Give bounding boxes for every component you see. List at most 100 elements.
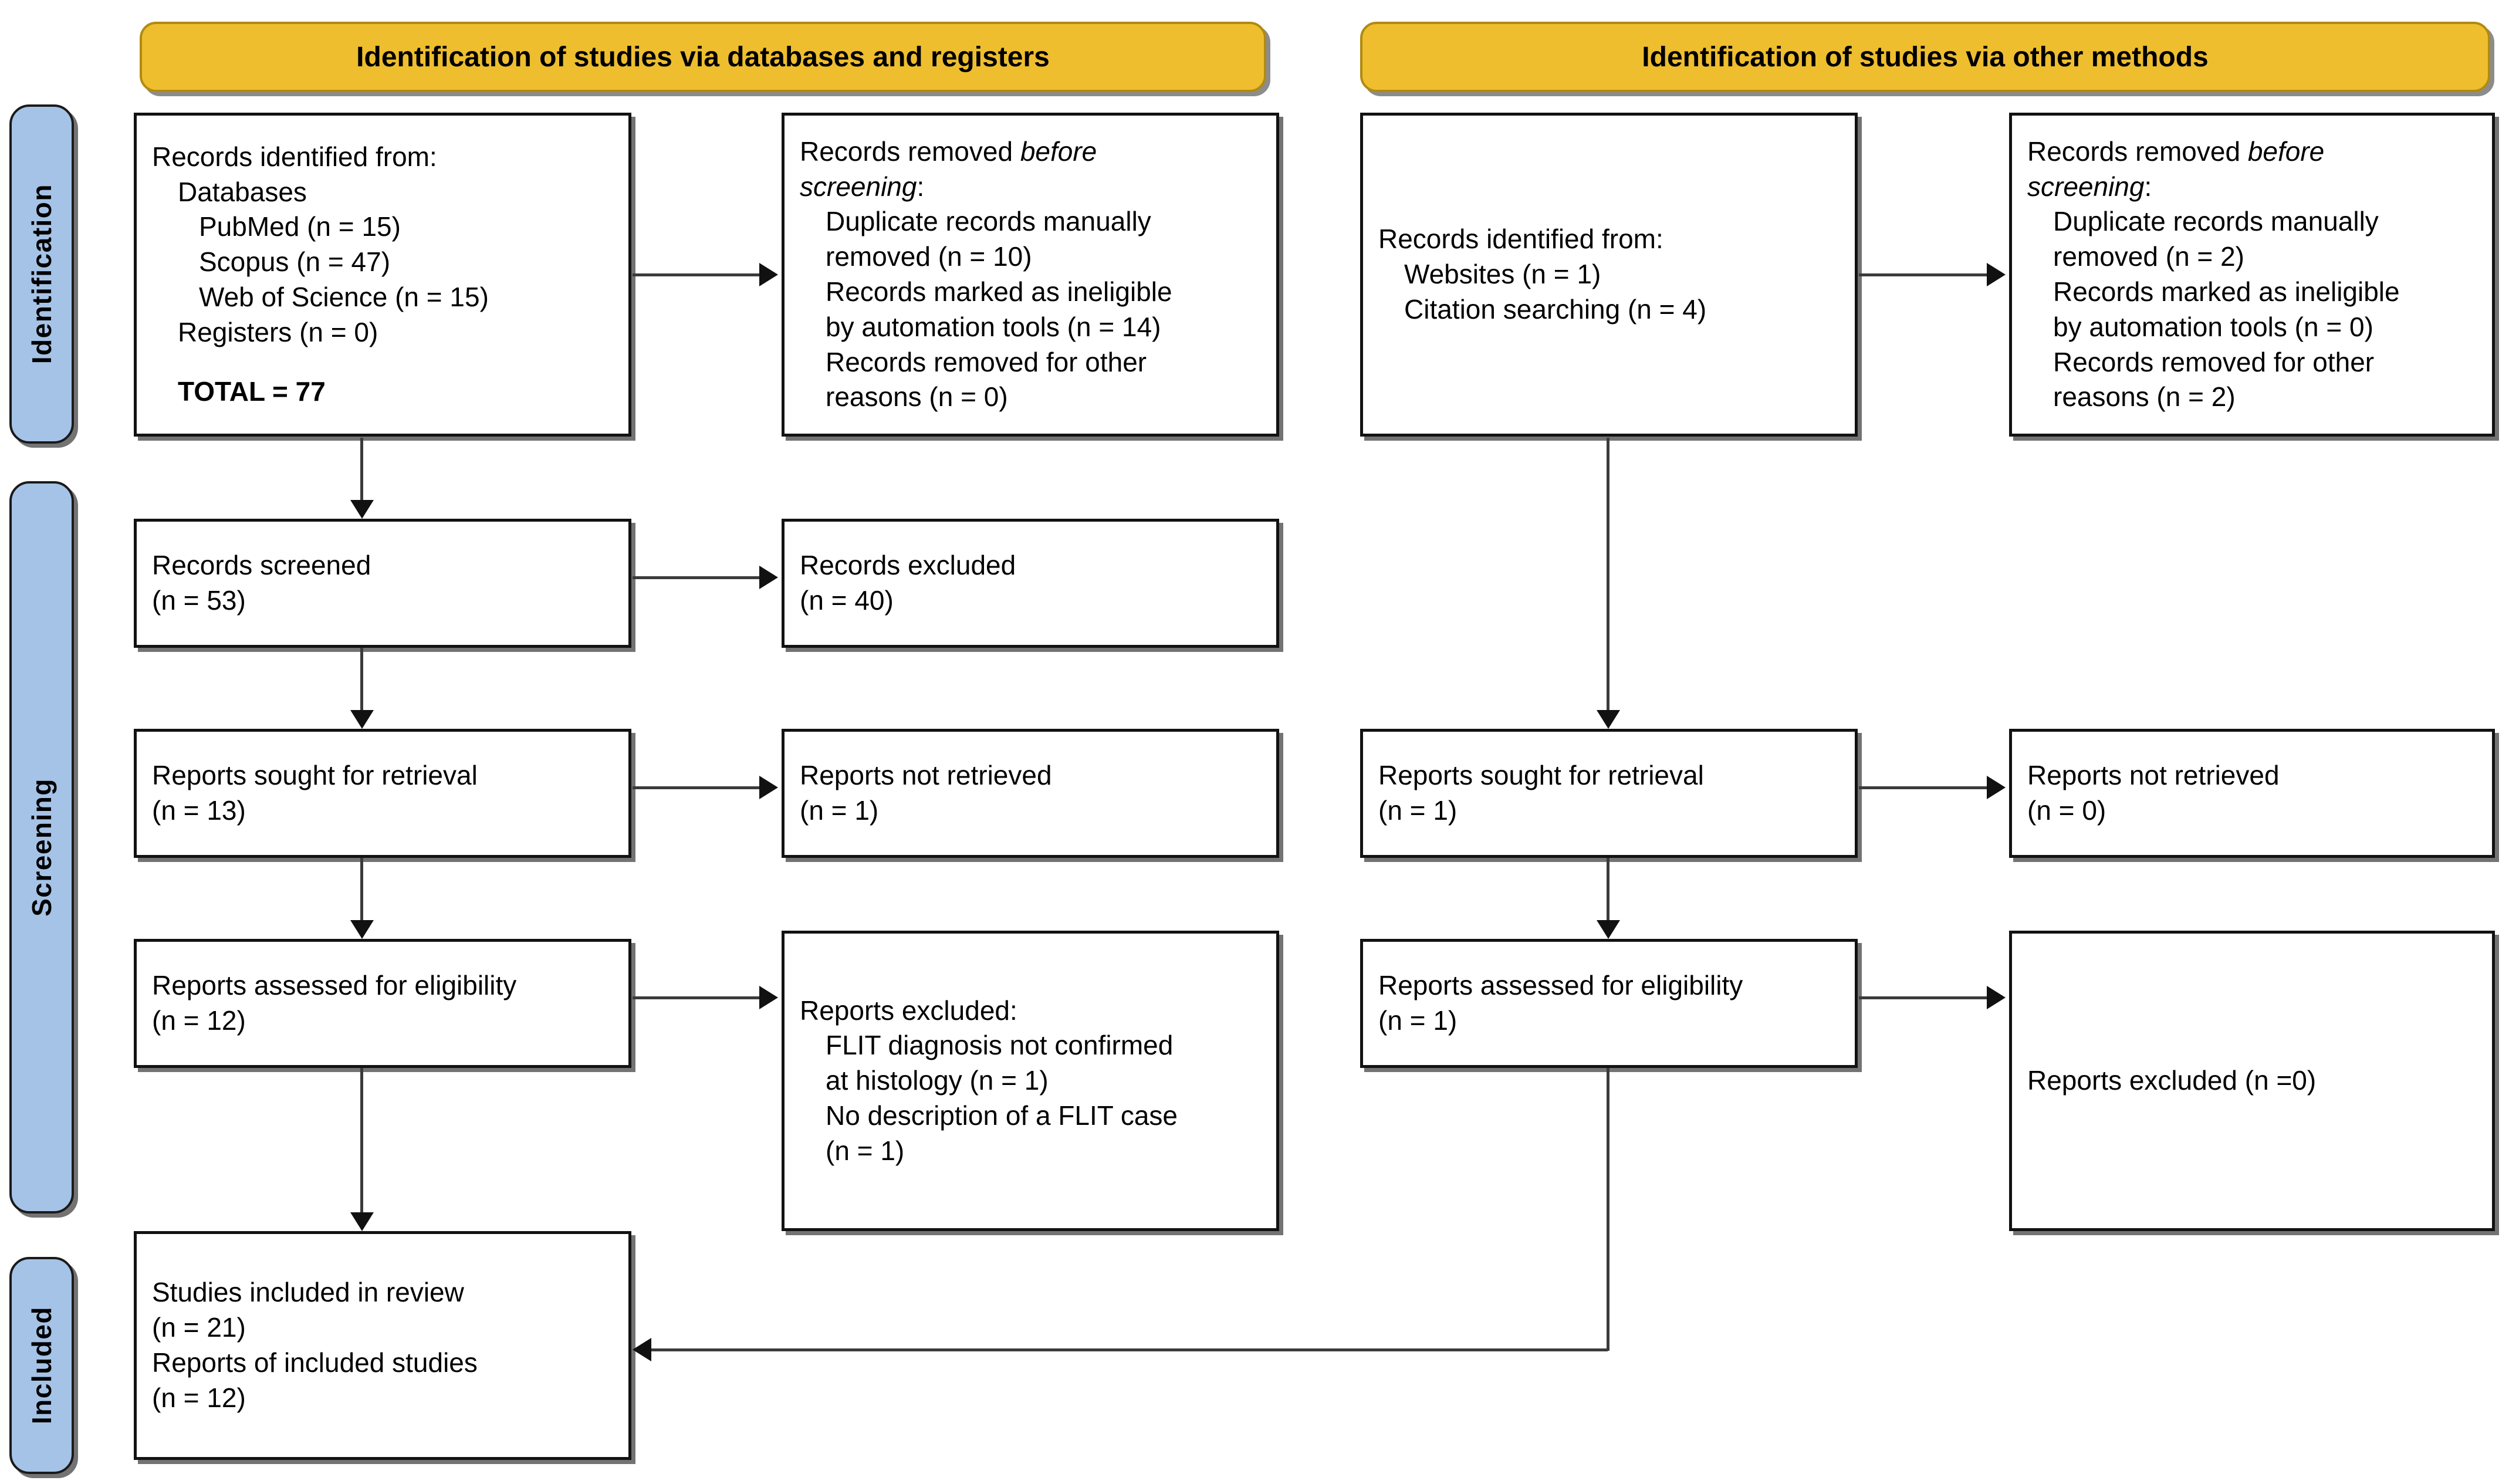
records-identified-line-5: Web of Science (n = 15) bbox=[199, 281, 489, 312]
arrowhead-identified-other-to-sought-other bbox=[1597, 710, 1620, 729]
stage-label-screening-text: Screening bbox=[26, 778, 57, 917]
records-removed-line-2-b: : bbox=[917, 171, 925, 202]
records-removed-other-line-5: Records marked as ineligible bbox=[2053, 276, 2400, 307]
stage-label-included-text: Included bbox=[26, 1306, 57, 1425]
connector-assessed-other-to-included-vertical bbox=[1607, 1068, 1609, 1351]
records-removed-line-2: screening: bbox=[800, 170, 1261, 205]
box-records-excluded: Records excluded (n = 40) bbox=[782, 519, 1279, 648]
connector-sought-to-assessed-db bbox=[360, 858, 363, 934]
arrowhead-identified-to-removed bbox=[759, 263, 778, 286]
box-reports-not-retrieved-databases: Reports not retrieved (n = 1) bbox=[782, 729, 1279, 858]
arrowhead-assessed-to-included bbox=[350, 1212, 374, 1231]
stage-label-identification-text: Identification bbox=[26, 184, 57, 364]
records-removed-line-2-a: screening bbox=[800, 171, 917, 202]
column-header-other-methods: Identification of studies via other meth… bbox=[1360, 22, 2490, 92]
records-removed-line-6: by automation tools (n = 14) bbox=[826, 311, 1161, 342]
column-header-databases: Identification of studies via databases … bbox=[140, 22, 1266, 92]
box-reports-sought-other: Reports sought for retrieval (n = 1) bbox=[1360, 729, 1858, 858]
arrowhead-assessed-to-excluded-db bbox=[759, 986, 778, 1009]
column-header-other-methods-label: Identification of studies via other meth… bbox=[1642, 41, 2209, 73]
reports-not-retrieved-db-line-1: Reports not retrieved bbox=[800, 760, 1052, 791]
reports-not-retrieved-db-line-2: (n = 1) bbox=[800, 795, 879, 826]
connector-assessed-to-excluded-db bbox=[633, 996, 759, 999]
connector-assessed-to-included bbox=[360, 1068, 363, 1226]
studies-included-line-1: Studies included in review bbox=[152, 1277, 464, 1308]
reports-sought-db-line-2: (n = 13) bbox=[152, 795, 246, 826]
records-removed-line-5: Records marked as ineligible bbox=[826, 276, 1172, 307]
arrowhead-screened-to-sought bbox=[350, 710, 374, 729]
reports-not-retrieved-other-line-1: Reports not retrieved bbox=[2027, 760, 2280, 791]
records-removed-other-line-1: Records removed before bbox=[2027, 134, 2477, 170]
box-reports-assessed-other: Reports assessed for eligibility (n = 1) bbox=[1360, 939, 1858, 1068]
connector-identified-other-to-sought-other bbox=[1607, 438, 1609, 714]
records-identified-line-1: Records identified from: bbox=[152, 141, 437, 172]
column-header-databases-label: Identification of studies via databases … bbox=[356, 41, 1050, 73]
records-removed-other-line-4: removed (n = 2) bbox=[2053, 241, 2244, 272]
reports-excluded-db-line-5: (n = 1) bbox=[826, 1135, 905, 1166]
records-removed-line-1-a: Records removed bbox=[800, 136, 1020, 167]
records-identified-total: TOTAL = 77 bbox=[178, 376, 326, 407]
arrowhead-sought-other-to-not-retrieved-other bbox=[1987, 776, 2006, 799]
arrowhead-assessed-other-to-included bbox=[633, 1338, 651, 1361]
records-identified-line-2: Databases bbox=[178, 176, 307, 207]
stage-label-included: Included bbox=[9, 1257, 74, 1474]
records-screened-line-1: Records screened bbox=[152, 550, 371, 581]
records-identified-other-line-3: Citation searching (n = 4) bbox=[1404, 293, 1707, 324]
connector-identified-other-to-removed-other bbox=[1859, 273, 1987, 276]
records-identified-other-line-2: Websites (n = 1) bbox=[1404, 259, 1601, 290]
arrowhead-identified-to-screened bbox=[350, 500, 374, 519]
studies-included-line-2: (n = 21) bbox=[152, 1312, 246, 1343]
connector-identified-to-screened bbox=[360, 438, 363, 514]
records-identified-line-3: PubMed (n = 15) bbox=[199, 211, 401, 242]
records-removed-other-line-8: reasons (n = 2) bbox=[2053, 381, 2236, 413]
reports-not-retrieved-other-line-2: (n = 0) bbox=[2027, 795, 2106, 826]
stage-label-identification: Identification bbox=[9, 104, 74, 444]
reports-sought-db-line-1: Reports sought for retrieval bbox=[152, 760, 478, 791]
records-removed-line-4: removed (n = 10) bbox=[826, 241, 1032, 272]
arrowhead-screened-to-excluded bbox=[759, 566, 778, 589]
connector-identified-to-removed bbox=[633, 273, 759, 276]
records-removed-line-8: reasons (n = 0) bbox=[826, 381, 1008, 413]
box-records-removed-before-screening-databases: Records removed before screening: Duplic… bbox=[782, 113, 1279, 437]
box-records-identified-databases: Records identified from: Databases PubMe… bbox=[134, 113, 631, 437]
records-identified-line-6: Registers (n = 0) bbox=[178, 316, 378, 347]
records-removed-other-line-2-b: : bbox=[2144, 171, 2152, 202]
reports-excluded-db-line-3: at histology (n = 1) bbox=[826, 1065, 1049, 1096]
reports-sought-other-line-2: (n = 1) bbox=[1378, 795, 1458, 826]
records-removed-other-line-1-a: Records removed bbox=[2027, 136, 2248, 167]
reports-assessed-db-line-2: (n = 12) bbox=[152, 1005, 246, 1036]
box-reports-assessed-databases: Reports assessed for eligibility (n = 12… bbox=[134, 939, 631, 1068]
connector-sought-to-not-retrieved-db bbox=[633, 786, 759, 789]
box-records-identified-other: Records identified from: Websites (n = 1… bbox=[1360, 113, 1858, 437]
stage-label-screening: Screening bbox=[9, 481, 74, 1213]
connector-sought-other-to-assessed-other bbox=[1607, 858, 1609, 934]
arrowhead-sought-to-not-retrieved-db bbox=[759, 776, 778, 799]
reports-assessed-other-line-1: Reports assessed for eligibility bbox=[1378, 970, 1743, 1001]
studies-included-line-4: (n = 12) bbox=[152, 1382, 246, 1413]
records-removed-line-1: Records removed before bbox=[800, 134, 1261, 170]
box-records-screened: Records screened (n = 53) bbox=[134, 519, 631, 648]
reports-assessed-db-line-1: Reports assessed for eligibility bbox=[152, 970, 517, 1001]
connector-sought-other-to-not-retrieved-other bbox=[1859, 786, 1987, 789]
arrowhead-sought-to-assessed-db bbox=[350, 920, 374, 939]
box-reports-sought-databases: Reports sought for retrieval (n = 13) bbox=[134, 729, 631, 858]
studies-included-line-3: Reports of included studies bbox=[152, 1347, 478, 1378]
box-reports-excluded-other: Reports excluded (n =0) bbox=[2009, 931, 2495, 1231]
records-removed-line-7: Records removed for other bbox=[826, 346, 1147, 377]
connector-assessed-other-to-excluded-other bbox=[1859, 996, 1987, 999]
records-excluded-line-2: (n = 40) bbox=[800, 585, 894, 616]
records-removed-other-line-3: Duplicate records manually bbox=[2053, 206, 2379, 237]
records-removed-other-line-6: by automation tools (n = 0) bbox=[2053, 311, 2373, 342]
reports-excluded-other-line-1: Reports excluded (n =0) bbox=[2027, 1065, 2317, 1096]
records-removed-other-line-2: screening: bbox=[2027, 170, 2477, 205]
arrowhead-identified-other-to-removed-other bbox=[1987, 263, 2006, 286]
box-reports-not-retrieved-other: Reports not retrieved (n = 0) bbox=[2009, 729, 2495, 858]
records-removed-other-line-1-b: before bbox=[2247, 136, 2325, 167]
records-identified-other-line-1: Records identified from: bbox=[1378, 224, 1663, 255]
records-removed-line-1-b: before bbox=[1020, 136, 1097, 167]
connector-screened-to-sought bbox=[360, 648, 363, 724]
box-reports-excluded-databases: Reports excluded: FLIT diagnosis not con… bbox=[782, 931, 1279, 1231]
arrowhead-assessed-other-to-excluded-other bbox=[1987, 986, 2006, 1009]
box-studies-included: Studies included in review (n = 21) Repo… bbox=[134, 1231, 631, 1460]
